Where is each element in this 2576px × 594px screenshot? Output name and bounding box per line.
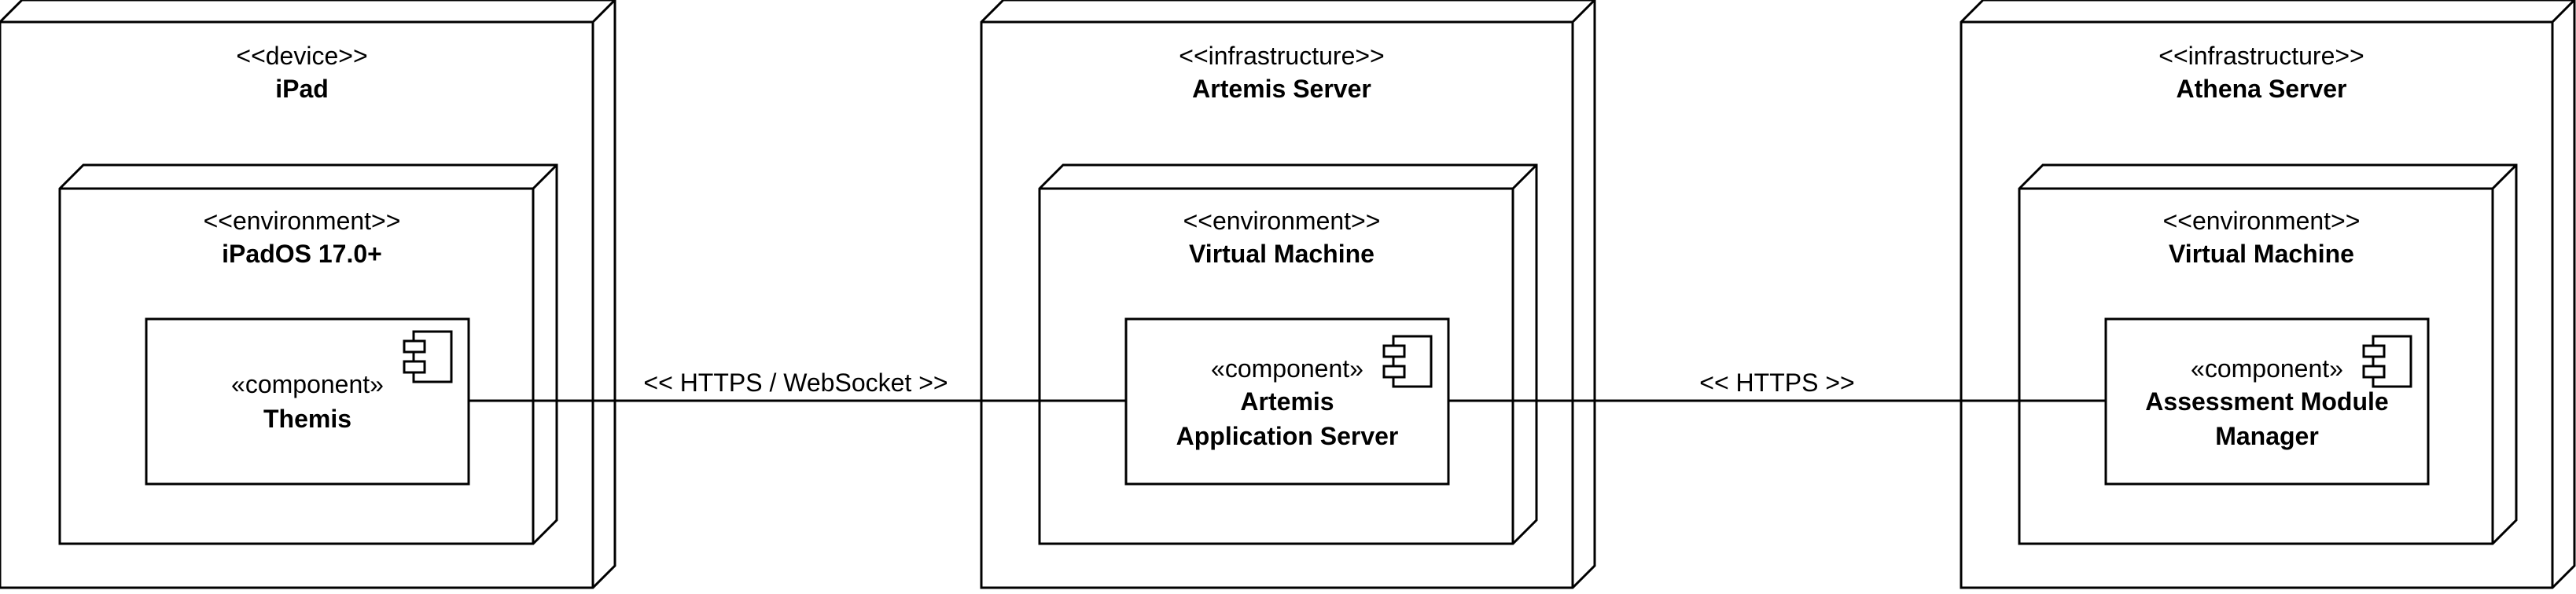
component-artemis-application-server: «component» Artemis Application Server — [1124, 317, 1450, 486]
component-amm-name-line-2: Manager — [2215, 422, 2319, 450]
component-artemis-name-line-1: Artemis — [1240, 387, 1334, 416]
connection-artemis-athena: << HTTPS >> — [1448, 368, 2106, 402]
environment-ipados: <<environment>> iPadOS 17.0+ «component»… — [58, 163, 558, 545]
component-icon — [2362, 335, 2412, 388]
node-ipad: <<device>> iPad <<environment>> iPadOS 1… — [0, 0, 616, 589]
node-ipad-title: iPad — [275, 75, 329, 103]
component-themis-stereotype: «component» — [231, 370, 384, 398]
component-themis: «component» Themis — [145, 317, 470, 486]
component-amm-stereotype: «component» — [2191, 354, 2343, 383]
environment-ipados-title: iPadOS 17.0+ — [222, 240, 382, 268]
node-athena-server: <<infrastructure>> Athena Server <<envir… — [1960, 0, 2576, 589]
connection-themis-artemis-label: << HTTPS / WebSocket >> — [643, 368, 948, 397]
connection-artemis-athena-label: << HTTPS >> — [1699, 368, 1854, 397]
environment-artemis-vm-stereotype: <<environment>> — [1183, 207, 1381, 235]
component-artemis-stereotype: «component» — [1211, 354, 1363, 383]
environment-artemis-vm: <<environment>> Virtual Machine «compone… — [1038, 163, 1538, 545]
component-themis-name-line-1: Themis — [263, 405, 351, 433]
environment-ipados-stereotype: <<environment>> — [204, 207, 401, 235]
environment-athena-vm-stereotype: <<environment>> — [2163, 207, 2361, 235]
node-artemis-server-title: Artemis Server — [1192, 75, 1371, 103]
environment-artemis-vm-title: Virtual Machine — [1189, 240, 1374, 268]
component-artemis-name-line-2: Application Server — [1176, 422, 1399, 450]
component-icon — [403, 330, 453, 383]
node-artemis-server: <<infrastructure>> Artemis Server <<envi… — [980, 0, 1596, 589]
environment-athena-vm: <<environment>> Virtual Machine «compone… — [2018, 163, 2518, 545]
component-icon — [1382, 335, 1433, 388]
component-assessment-module-manager: «component» Assessment Module Manager — [2104, 317, 2430, 486]
node-ipad-stereotype: <<device>> — [236, 42, 367, 70]
component-amm-name-line-1: Assessment Module — [2145, 387, 2388, 416]
environment-athena-vm-title: Virtual Machine — [2169, 240, 2354, 268]
node-athena-server-stereotype: <<infrastructure>> — [2158, 42, 2364, 70]
node-artemis-server-stereotype: <<infrastructure>> — [1179, 42, 1384, 70]
connection-themis-artemis: << HTTPS / WebSocket >> — [469, 368, 1126, 402]
node-athena-server-title: Athena Server — [2177, 75, 2347, 103]
